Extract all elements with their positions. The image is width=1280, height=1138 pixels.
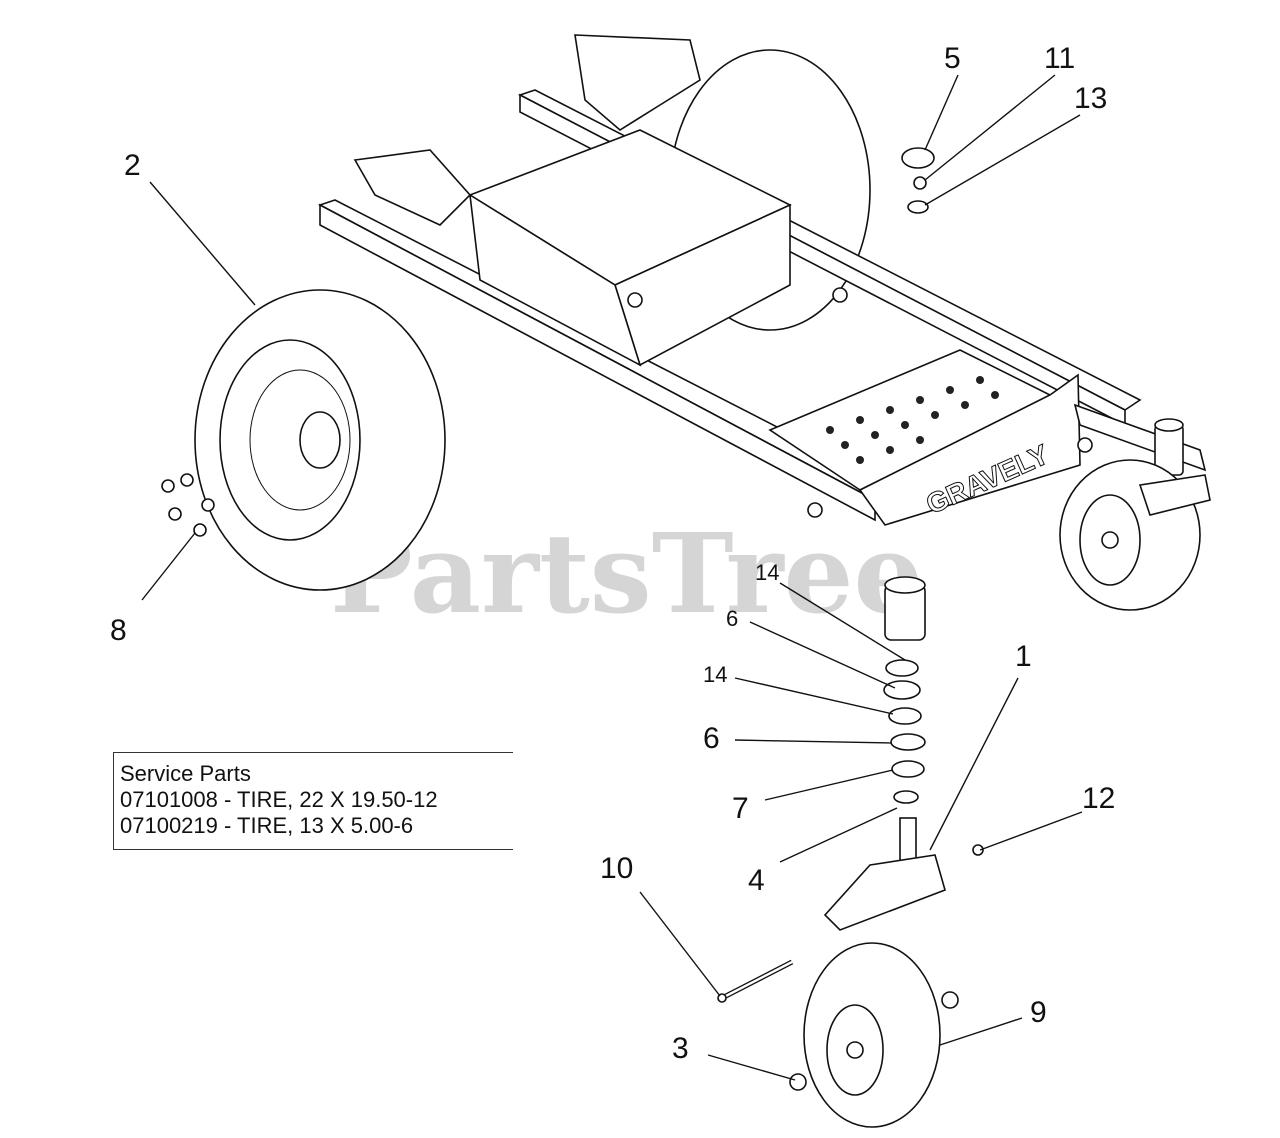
- footplate-holes: [826, 376, 999, 464]
- small-fasteners: [789, 147, 984, 1091]
- front-caster-wheel: [803, 942, 941, 1128]
- callout-14-upper: 14: [755, 560, 779, 585]
- callout-12: 12: [1082, 782, 1115, 815]
- rear-left-wheel: [194, 289, 446, 591]
- callout-9: 9: [1030, 996, 1047, 1029]
- caster-bolt: [717, 959, 794, 1003]
- callout-1: 1: [1015, 640, 1032, 673]
- callout-11: 11: [1044, 42, 1075, 75]
- leader-lines: [141, 74, 1083, 1081]
- lug-nuts: [161, 473, 215, 537]
- front-right-caster-wheel: [1059, 459, 1211, 611]
- caster-fork: [823, 817, 946, 931]
- service-parts-title: Service Parts: [120, 761, 251, 786]
- callout-13: 13: [1074, 82, 1107, 115]
- callout-2: 2: [124, 149, 141, 182]
- callout-4: 4: [748, 864, 765, 897]
- callout-8: 8: [110, 614, 127, 647]
- callout-labels: 2 5 11 13 8 14 6 14 6 7 4 1 12 10 3 9: [110, 42, 1115, 1065]
- callout-10: 10: [600, 852, 633, 885]
- watermark-text: PartsTree: [330, 509, 924, 638]
- callout-14-lower: 14: [703, 662, 727, 687]
- callout-6-upper: 6: [726, 606, 738, 631]
- service-part-line-2: 07100219 - TIRE, 13 X 5.00-6: [120, 813, 414, 838]
- caster-stack-parts: [883, 659, 926, 804]
- callout-6-lower: 6: [703, 722, 720, 755]
- callout-7: 7: [732, 792, 749, 825]
- service-part-line-1: 07101008 - TIRE, 22 X 19.50-12: [120, 787, 438, 812]
- callout-3: 3: [672, 1032, 689, 1065]
- service-parts-box: Service Parts 07101008 - TIRE, 22 X 19.5…: [113, 752, 513, 850]
- callout-5: 5: [944, 42, 961, 75]
- mower-frame: GRAVELY: [317, 34, 1207, 641]
